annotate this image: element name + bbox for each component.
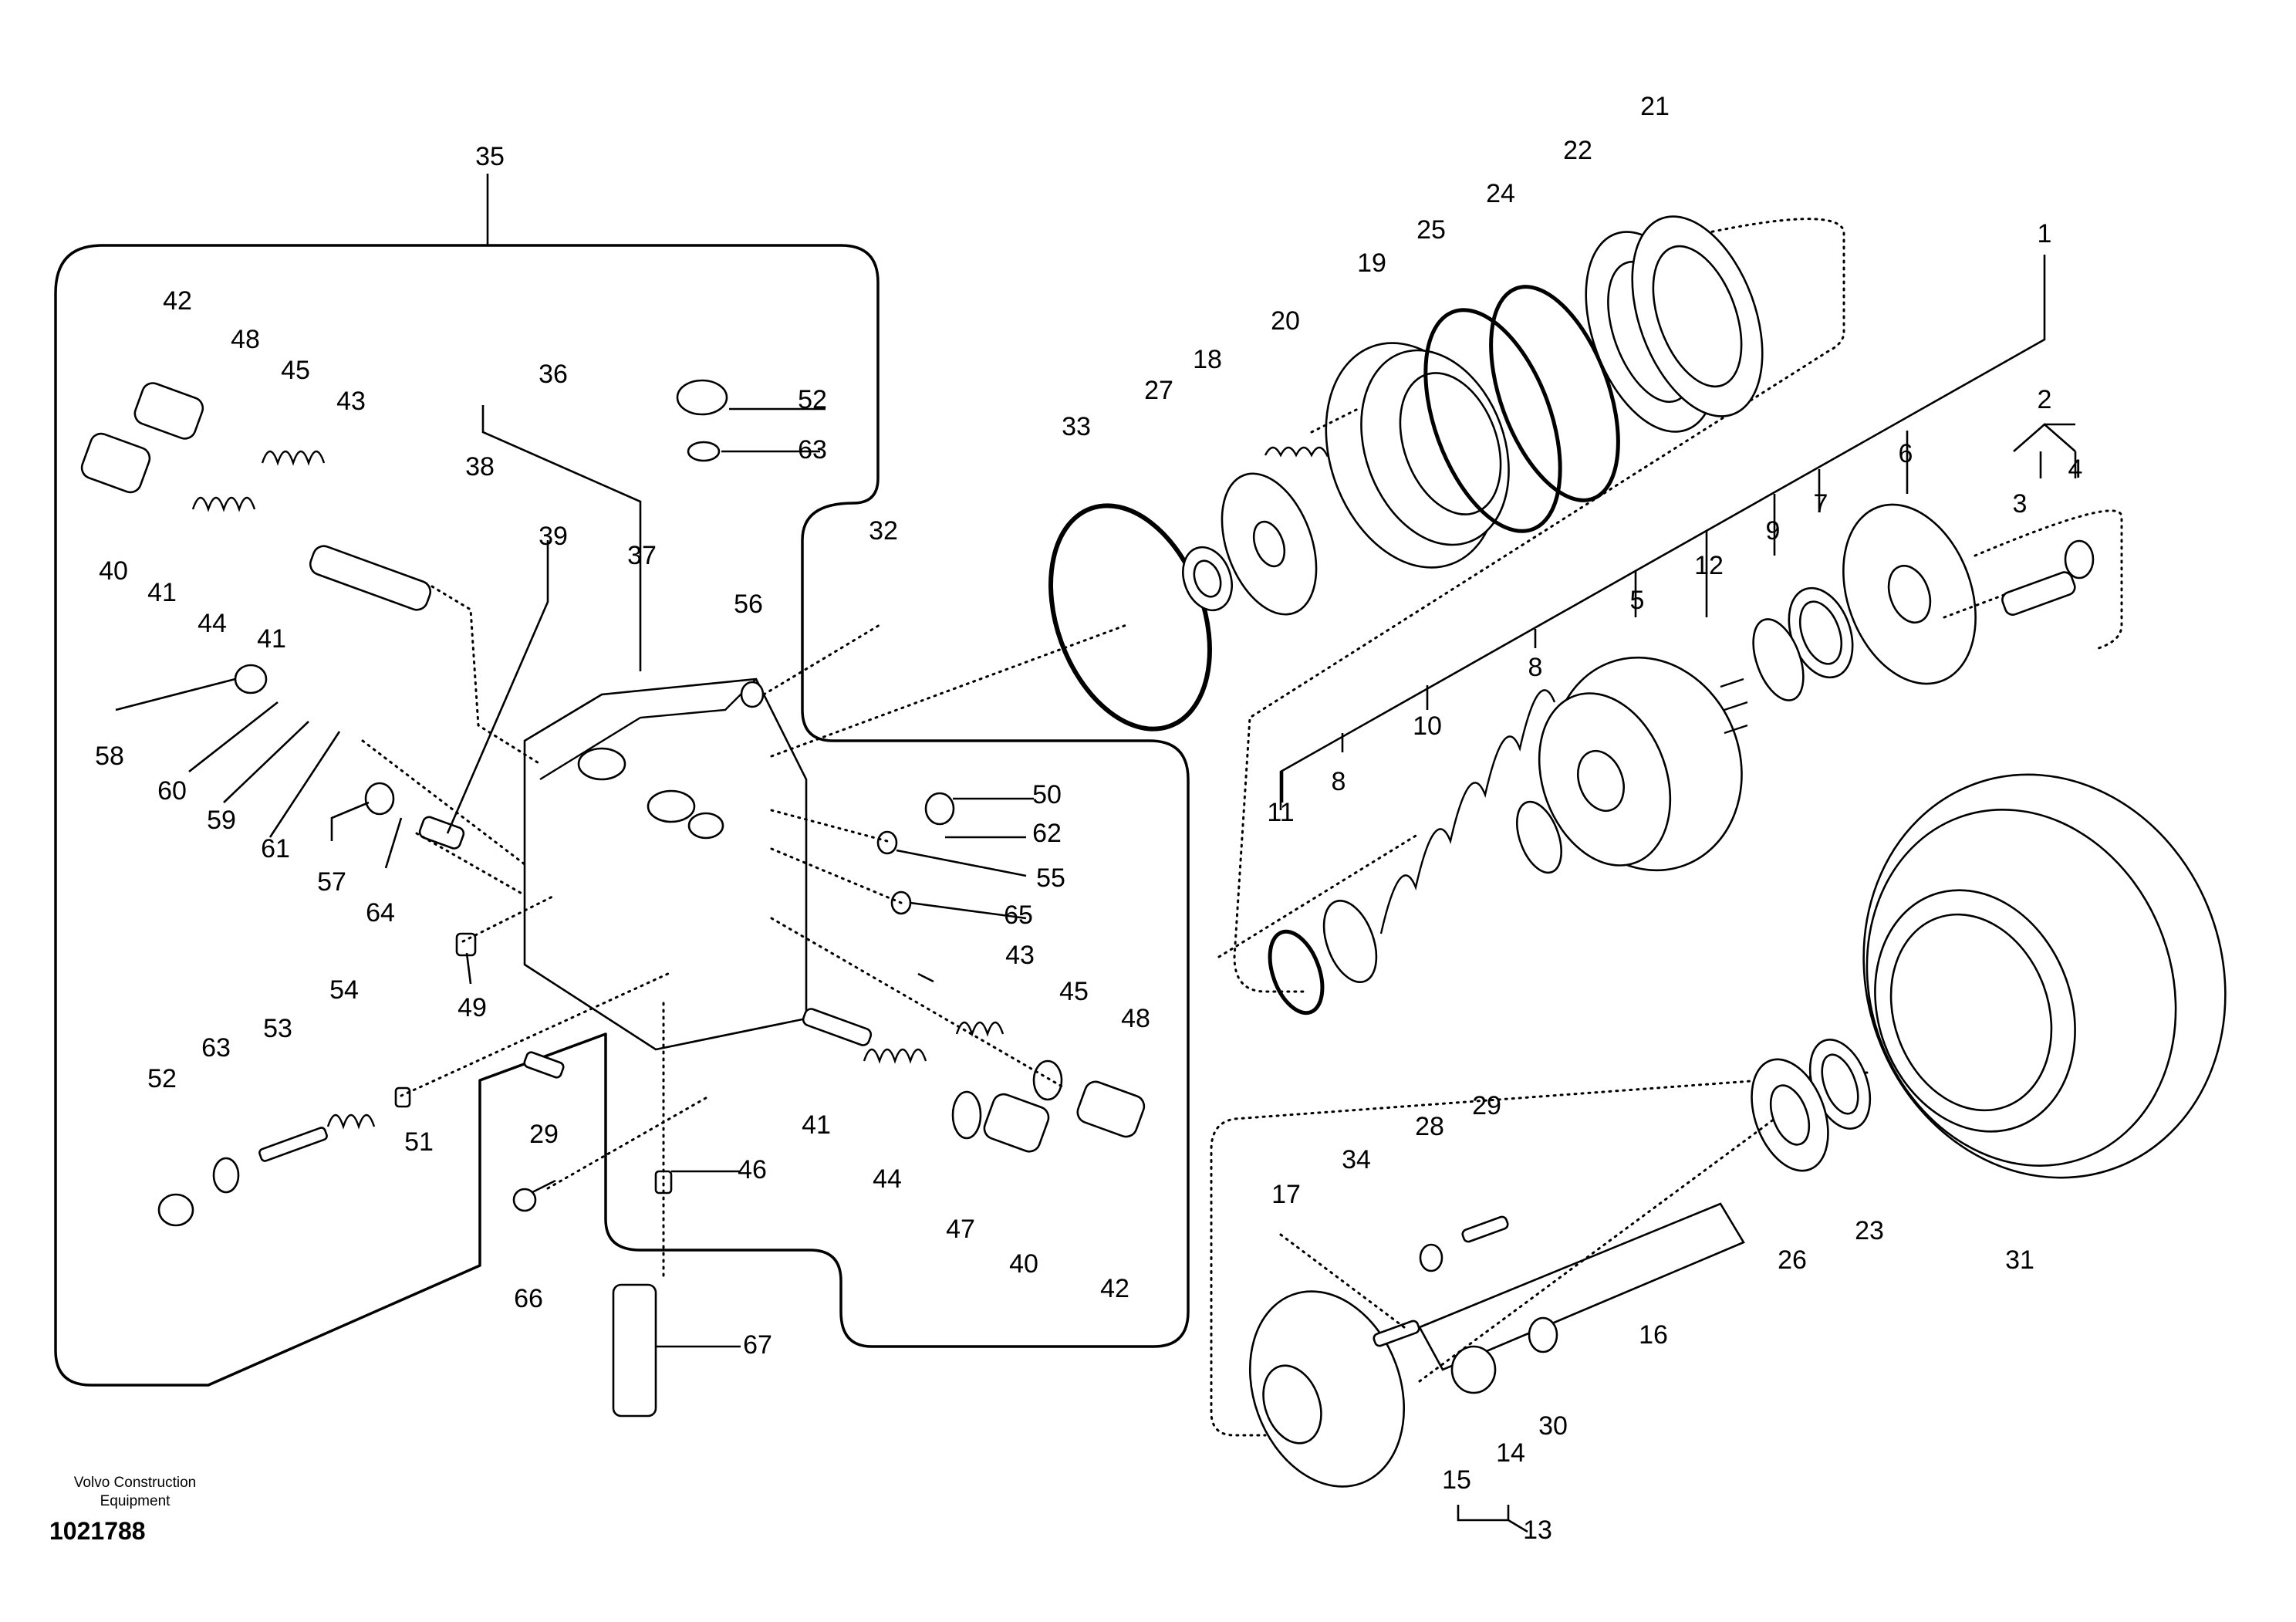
callout-leaders — [115, 405, 1034, 1348]
callout-16: 16 — [1639, 1320, 1668, 1350]
bracket-leaders — [1279, 255, 2077, 1533]
callout-56: 56 — [734, 590, 763, 619]
callout-38: 38 — [465, 452, 495, 482]
group-frame-35 — [54, 174, 1190, 1387]
callout-51: 51 — [404, 1127, 434, 1157]
reduction-gear-parts — [1248, 773, 2227, 1488]
callout-44a: 44 — [198, 609, 227, 638]
callout-28: 28 — [1415, 1112, 1444, 1141]
callout-1: 1 — [2038, 219, 2052, 248]
callout-29b: 29 — [529, 1120, 559, 1149]
group-frame-1 — [1210, 218, 2123, 1437]
callout-41a: 41 — [147, 578, 177, 607]
callout-5: 5 — [1630, 586, 1645, 615]
callout-59: 59 — [207, 806, 236, 835]
callout-labels: 1 2 3 4 5 6 7 8 8 9 10 11 12 13 14 15 16… — [95, 92, 2082, 1545]
callout-40a: 40 — [99, 556, 128, 586]
callout-32: 32 — [869, 516, 898, 546]
callout-58: 58 — [95, 742, 124, 771]
callout-52b: 52 — [147, 1064, 177, 1093]
callout-25: 25 — [1416, 215, 1446, 245]
callout-8b: 8 — [1332, 767, 1346, 796]
callout-64: 64 — [366, 898, 395, 928]
callout-33: 33 — [1062, 412, 1091, 441]
callout-9: 9 — [1766, 516, 1781, 546]
callout-23: 23 — [1855, 1216, 1884, 1245]
callout-24: 24 — [1486, 179, 1515, 208]
callout-52a: 52 — [798, 385, 827, 414]
callout-39: 39 — [539, 522, 568, 551]
callout-2: 2 — [2038, 385, 2052, 414]
callout-36: 36 — [539, 360, 568, 389]
callout-7: 7 — [1814, 489, 1828, 519]
callout-6: 6 — [1899, 439, 1913, 468]
callout-45a: 45 — [281, 356, 310, 385]
drawing-number: 1021788 — [49, 1517, 146, 1545]
callout-31: 31 — [2005, 1245, 2034, 1275]
callout-34: 34 — [1342, 1145, 1371, 1174]
callout-26: 26 — [1778, 1245, 1807, 1275]
callout-43a: 43 — [336, 387, 366, 416]
callout-35: 35 — [475, 142, 505, 171]
callout-27: 27 — [1144, 376, 1173, 405]
motor-parts-upper — [1048, 215, 2095, 1015]
callout-17: 17 — [1271, 1180, 1301, 1209]
callout-55: 55 — [1036, 863, 1065, 893]
callout-11: 11 — [1267, 798, 1294, 827]
credit-line-1: Volvo Construction — [73, 1475, 197, 1491]
callout-40b: 40 — [1009, 1249, 1038, 1279]
assembly-lines — [361, 407, 2007, 1383]
callout-44b: 44 — [873, 1164, 902, 1194]
callout-42b: 42 — [1100, 1274, 1129, 1303]
callout-15: 15 — [1442, 1465, 1471, 1495]
callout-57: 57 — [317, 867, 346, 897]
callout-46: 46 — [738, 1155, 767, 1184]
callout-66: 66 — [514, 1284, 543, 1313]
callout-63b: 63 — [201, 1033, 231, 1063]
callout-45b: 45 — [1059, 977, 1089, 1006]
callout-60: 60 — [157, 776, 187, 806]
callout-49: 49 — [458, 993, 487, 1022]
credit-line-2: Equipment — [100, 1493, 171, 1509]
publisher-credit: Volvo Construction Equipment — [46, 1474, 224, 1511]
callout-67: 67 — [743, 1330, 772, 1360]
callout-41c: 41 — [802, 1110, 831, 1140]
callout-47: 47 — [946, 1215, 975, 1244]
callout-20: 20 — [1271, 306, 1300, 336]
callout-61: 61 — [261, 834, 290, 863]
callout-3: 3 — [2013, 489, 2028, 519]
callout-53: 53 — [263, 1014, 292, 1043]
callout-63a: 63 — [798, 435, 827, 465]
callout-19: 19 — [1357, 248, 1386, 278]
callout-41b: 41 — [257, 624, 286, 654]
callout-22: 22 — [1563, 136, 1592, 165]
callout-21: 21 — [1640, 92, 1670, 121]
callout-54: 54 — [329, 975, 359, 1005]
callout-37: 37 — [627, 541, 657, 570]
callout-13: 13 — [1523, 1516, 1552, 1545]
callout-42a: 42 — [163, 286, 192, 316]
callout-12: 12 — [1694, 551, 1724, 580]
callout-10: 10 — [1413, 711, 1442, 741]
callout-29a: 29 — [1472, 1091, 1501, 1120]
callout-48a: 48 — [231, 325, 260, 354]
callout-48b: 48 — [1121, 1004, 1150, 1033]
callout-50: 50 — [1032, 780, 1062, 809]
callout-8a: 8 — [1528, 653, 1543, 682]
callout-65: 65 — [1004, 901, 1033, 930]
callout-30: 30 — [1538, 1411, 1568, 1441]
callout-14: 14 — [1496, 1438, 1525, 1468]
callout-18: 18 — [1193, 345, 1222, 374]
callout-43b: 43 — [1005, 941, 1035, 970]
valve-block-parts — [80, 379, 1146, 1418]
callout-62: 62 — [1032, 819, 1062, 848]
callout-4: 4 — [2068, 454, 2083, 484]
